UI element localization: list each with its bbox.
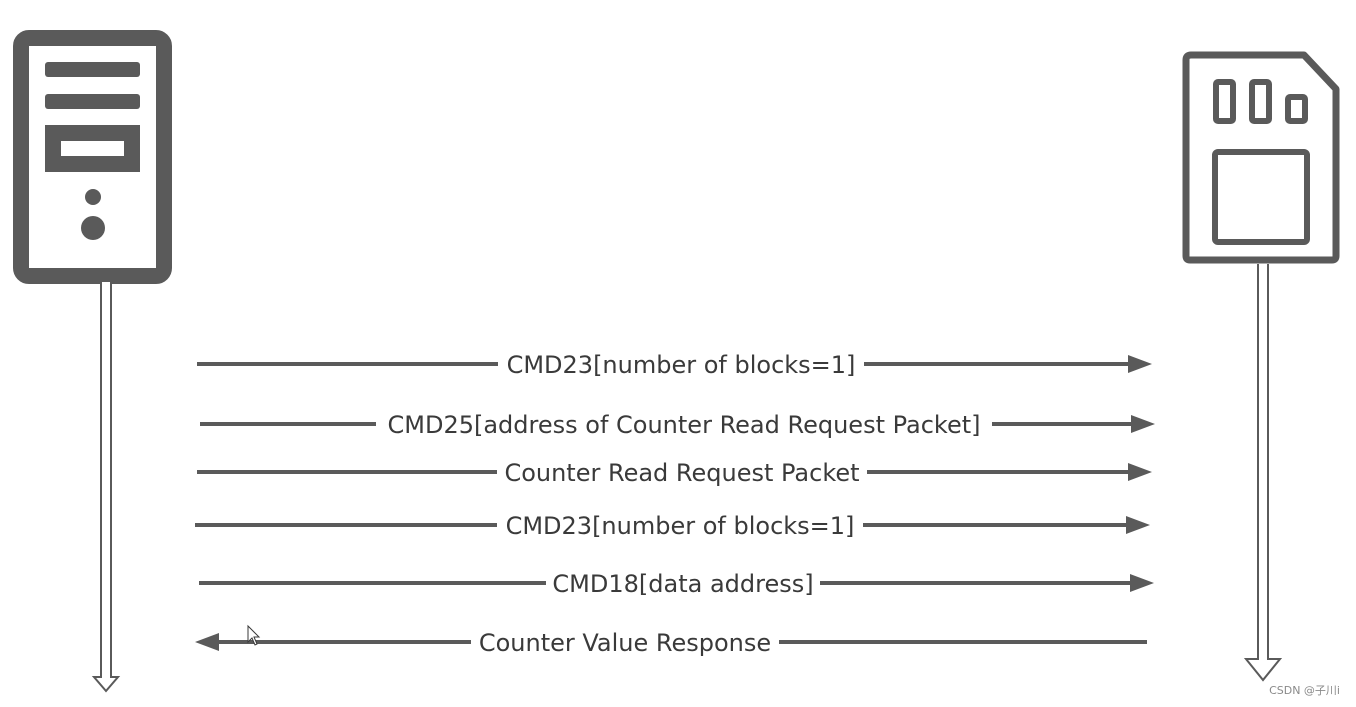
watermark-text: CSDN @子川i xyxy=(1269,684,1340,697)
mouse-cursor-icon xyxy=(247,624,261,646)
message-label: Counter Value Response xyxy=(479,629,771,657)
card-lifeline xyxy=(1243,264,1283,682)
message-label: CMD18[data address] xyxy=(552,570,813,598)
message-label: Counter Read Request Packet xyxy=(504,459,859,487)
server-icon xyxy=(13,30,172,284)
message-row-5: CMD18[data address] xyxy=(199,564,1154,600)
message-label: CMD23[number of blocks=1] xyxy=(507,351,856,379)
message-row-4: CMD23[number of blocks=1] xyxy=(195,506,1150,542)
host-lifeline xyxy=(91,282,121,693)
message-row-6: Counter Value Response xyxy=(195,623,1147,659)
message-label: CMD25[address of Counter Read Request Pa… xyxy=(388,411,981,439)
message-row-3: Counter Read Request Packet xyxy=(197,453,1152,489)
message-row-2: CMD25[address of Counter Read Request Pa… xyxy=(200,405,1155,441)
message-label: CMD23[number of blocks=1] xyxy=(506,512,855,540)
message-row-1: CMD23[number of blocks=1] xyxy=(197,345,1152,381)
sd-card-icon xyxy=(1182,51,1340,264)
